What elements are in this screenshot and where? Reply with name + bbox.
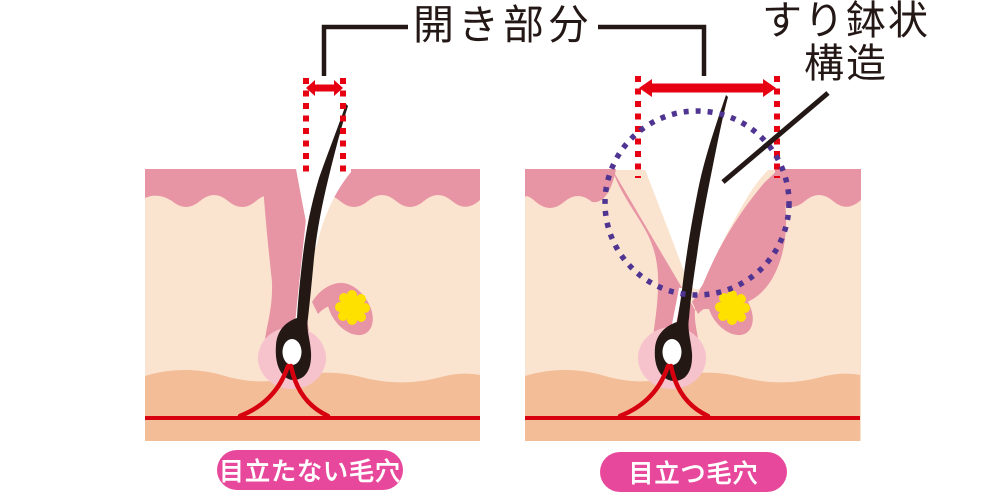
mortar-pointer-line	[721, 91, 830, 184]
right-epidermis-left	[525, 169, 616, 208]
right-hair	[654, 95, 728, 381]
left-papilla	[282, 339, 302, 365]
right-skin-block	[523, 95, 862, 443]
opening-bracket	[321, 24, 707, 76]
right-papilla	[662, 339, 682, 365]
caption-inconspicuous-pore: 目立たない毛穴	[217, 450, 403, 490]
mortar-structure-circle	[602, 108, 792, 298]
left-hair	[275, 104, 348, 380]
right-pore-opening	[645, 169, 768, 290]
left-double-arrow	[306, 80, 343, 96]
mortar-structure-label-line1: すり鉢状	[762, 0, 930, 44]
left-width-markers	[303, 78, 346, 177]
right-epidermis-right	[775, 169, 861, 207]
mortar-structure-label: すり鉢状 構造	[752, 0, 940, 86]
right-double-arrow	[639, 79, 776, 97]
mortar-structure-label-line2: 構造	[804, 41, 888, 87]
caption-conspicuous-pore: 目立つ毛穴	[600, 452, 787, 492]
right-width-markers	[635, 76, 780, 178]
opening-label: 開き部分	[413, 1, 593, 49]
left-skin-block	[143, 104, 482, 443]
